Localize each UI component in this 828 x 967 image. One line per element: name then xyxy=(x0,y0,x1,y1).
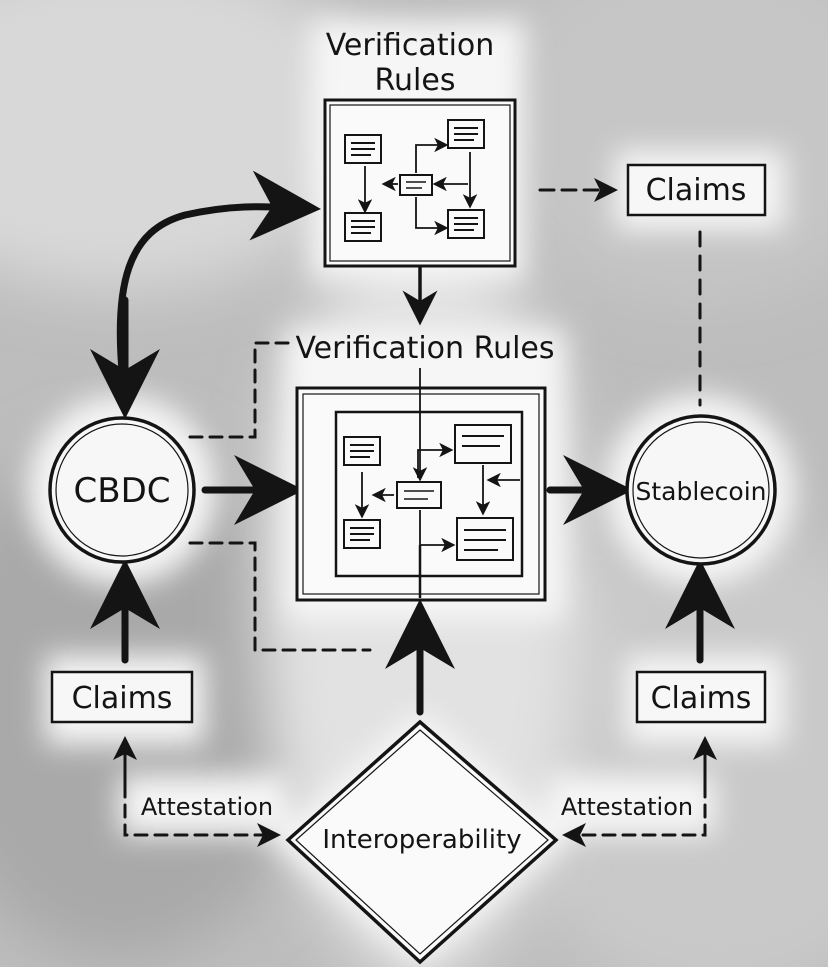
claims-left-box: Claims xyxy=(50,670,194,724)
stablecoin-node: Stablecoin xyxy=(625,414,777,566)
claims-left-label: Claims xyxy=(72,681,173,716)
claims-top-right-label: Claims xyxy=(646,173,747,208)
claims-right-label: Claims xyxy=(651,681,752,716)
cbdc-dashed-bottom xyxy=(188,541,372,652)
cbdc-label: CBDC xyxy=(74,471,171,511)
center-box-title: Verification Rules xyxy=(295,331,554,366)
top-box-title-line2: Rules xyxy=(375,63,456,98)
rule-doc-icon xyxy=(447,119,485,149)
attestation-left-label: Attestation xyxy=(141,793,273,821)
rule-doc-icon xyxy=(344,212,382,242)
rule-hub-icon xyxy=(396,481,442,509)
rule-doc-icon xyxy=(447,209,485,239)
cbdc-node: CBDC xyxy=(48,416,196,564)
top-box-title-line1: Verification xyxy=(326,28,495,63)
connectors xyxy=(90,170,735,847)
rule-doc-icon xyxy=(344,134,382,164)
cbdc-top-rules-arrow xyxy=(116,170,321,404)
interoperability-label: Interoperability xyxy=(322,825,521,855)
attestation-right-label: Attestation xyxy=(561,793,693,821)
top-verification-rules-box: Verification Rules xyxy=(323,28,517,268)
claims-right-box: Claims xyxy=(635,670,767,724)
center-verification-rules-box: Verification Rules xyxy=(295,331,555,602)
stablecoin-label: Stablecoin xyxy=(635,477,766,506)
claims-top-right-box: Claims xyxy=(626,163,767,217)
rule-doc-icon xyxy=(454,424,512,464)
cbdc-dashed-top xyxy=(188,341,297,439)
rule-hub-icon xyxy=(399,174,433,196)
rule-doc-icon xyxy=(343,436,381,466)
interoperability-node: Interoperability xyxy=(285,719,559,965)
rule-doc-icon xyxy=(343,519,381,549)
